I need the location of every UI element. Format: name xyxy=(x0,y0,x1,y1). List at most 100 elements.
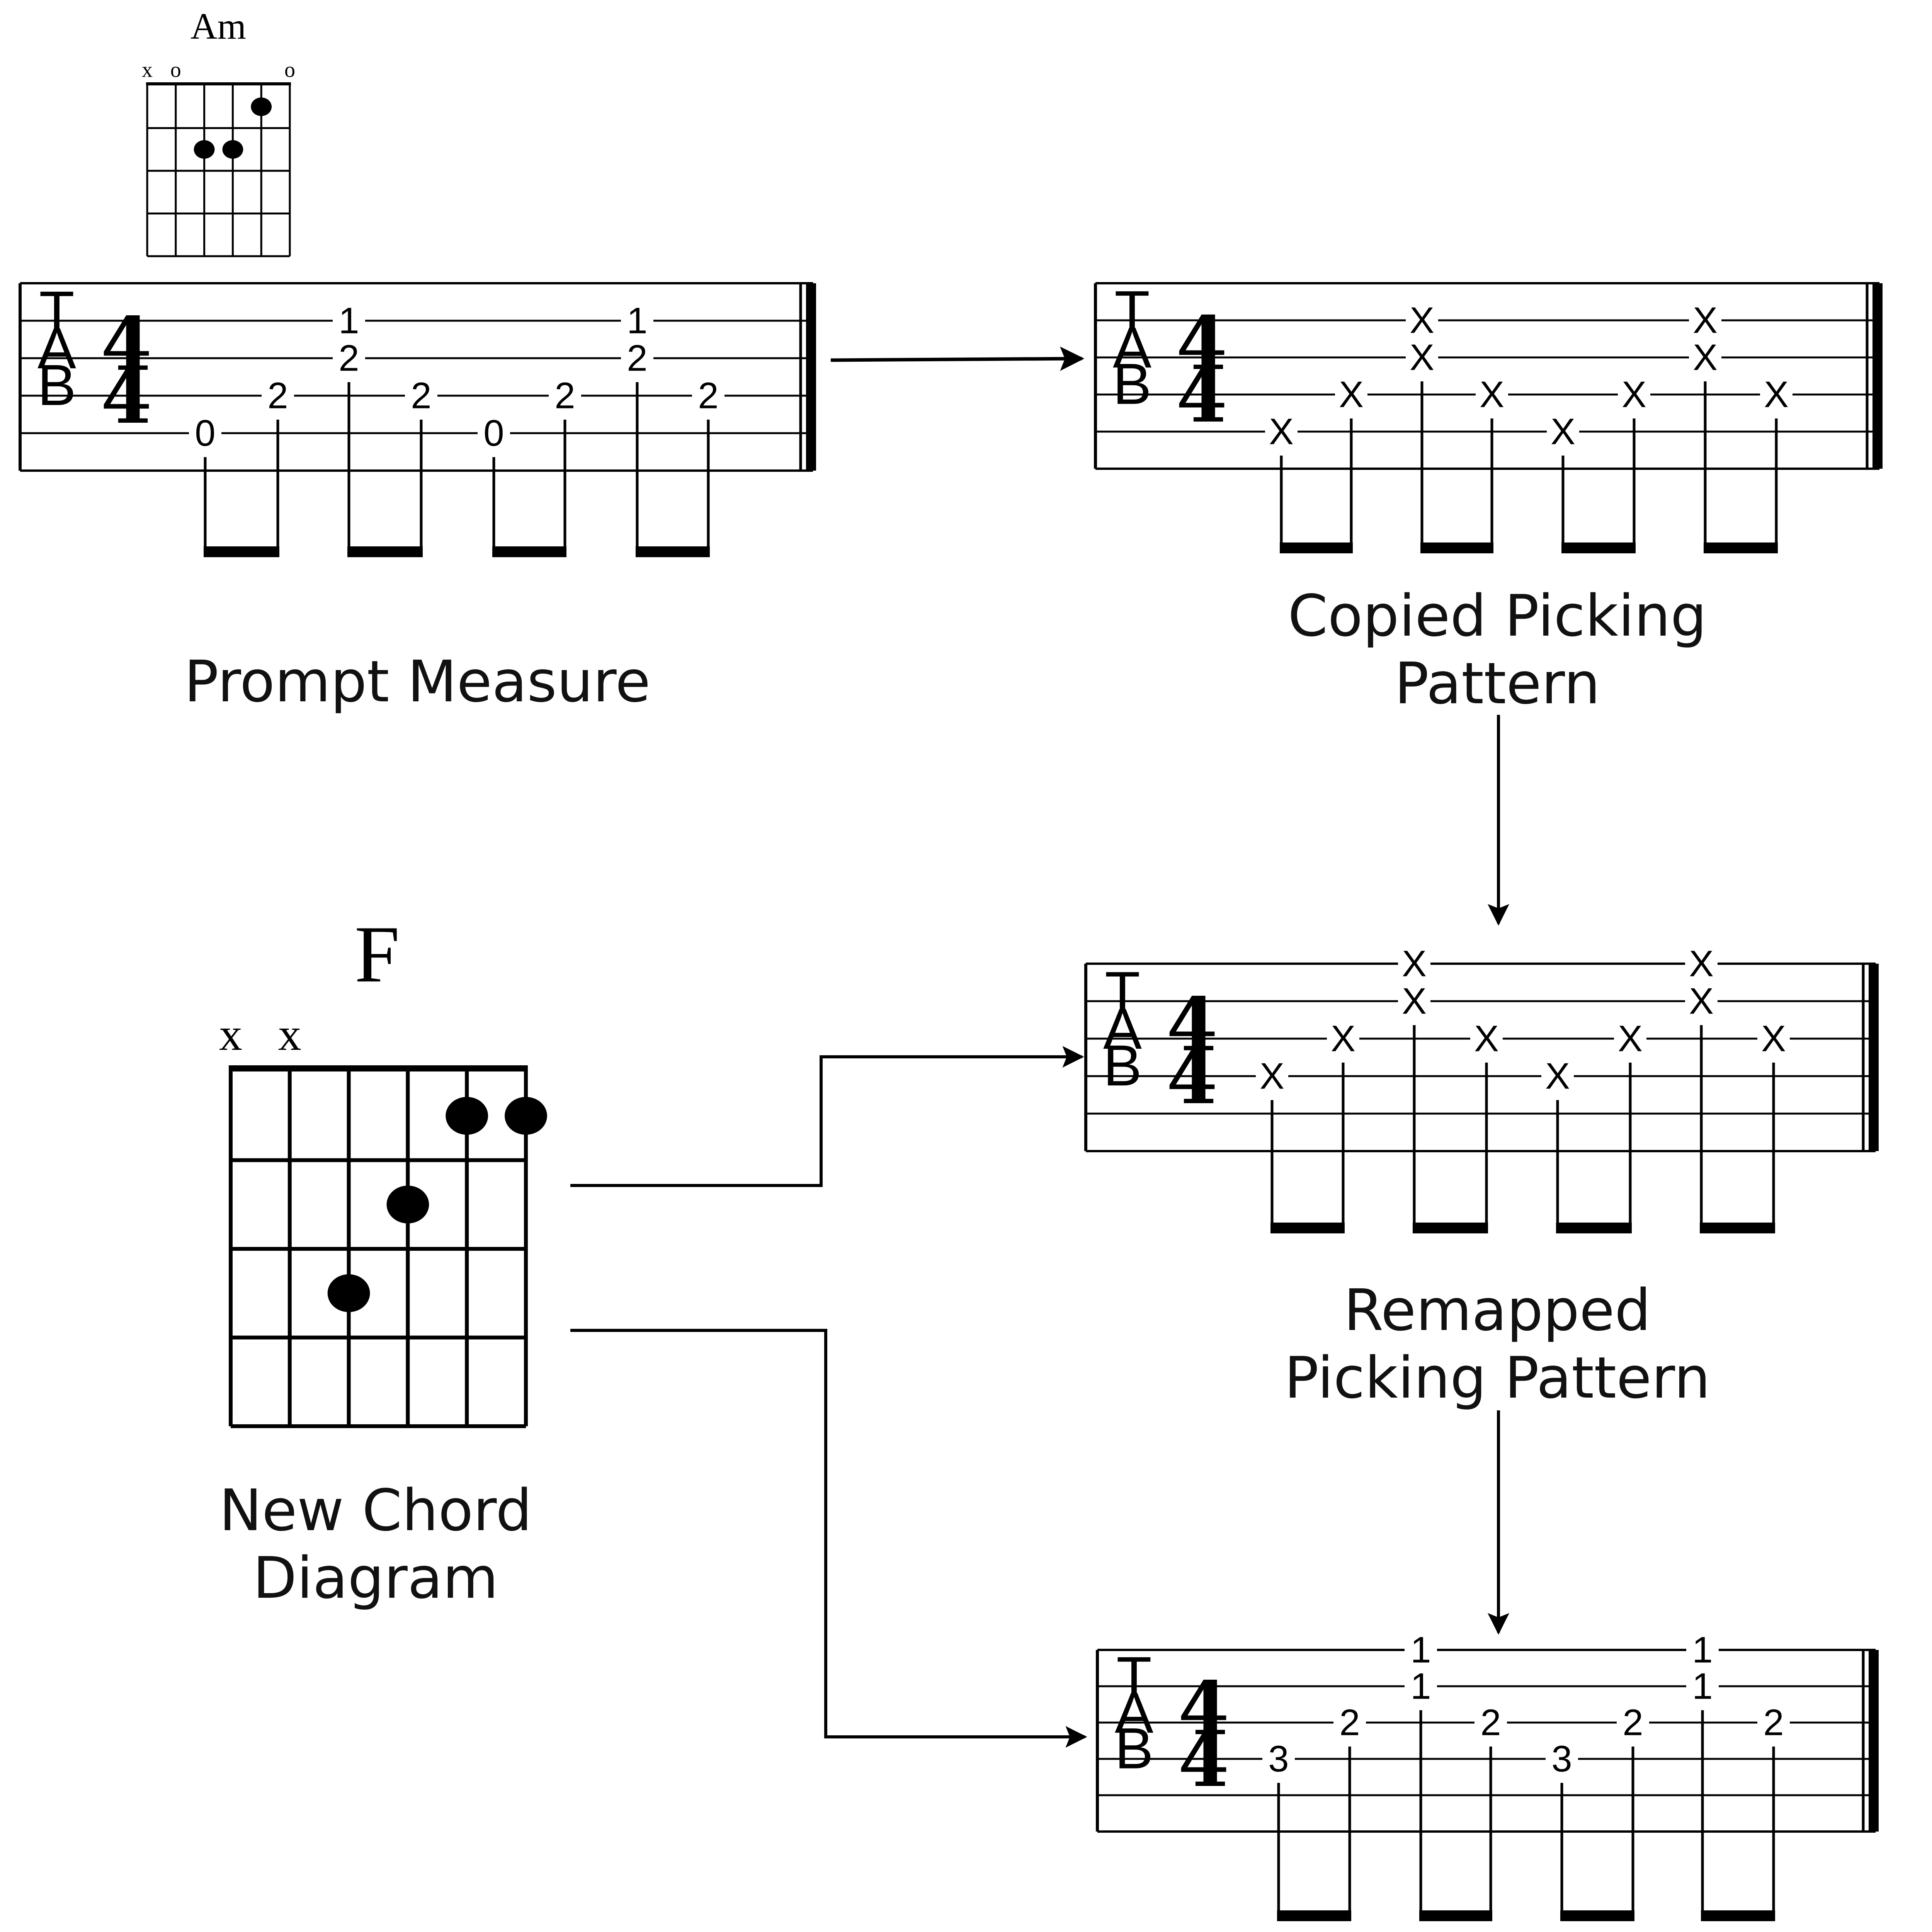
tab-clef-letter-b: B xyxy=(1113,351,1151,416)
note-background xyxy=(1398,947,1430,981)
note-background xyxy=(1256,1059,1288,1093)
eighth-note-beam xyxy=(636,546,710,557)
tab-note: X xyxy=(1545,1056,1570,1097)
tab-note: X xyxy=(1269,411,1294,452)
note-background xyxy=(1757,1022,1790,1056)
prompt-measure-label: Prompt Measure xyxy=(184,648,651,715)
new-chord-label-line1: New Chord xyxy=(219,1477,532,1544)
time-signature-numerator: 4 xyxy=(1178,1665,1229,1752)
time-signature-denominator: 4 xyxy=(1167,1034,1218,1121)
tab-note: 2 xyxy=(338,338,359,379)
thick-final-barline xyxy=(1869,964,1879,1151)
tab-note: X xyxy=(1764,374,1789,415)
tab-note: X xyxy=(1693,300,1718,341)
copied-pattern-label-line2: Pattern xyxy=(1395,650,1600,717)
open-string-marker: o xyxy=(170,58,181,82)
thick-final-barline xyxy=(806,283,816,471)
note-background xyxy=(1618,378,1650,412)
eighth-note-beam xyxy=(1704,543,1778,553)
tab-note: 2 xyxy=(1622,1702,1643,1743)
time-signature-denominator: 4 xyxy=(1176,353,1227,439)
finger-dot xyxy=(327,1274,370,1312)
note-background xyxy=(1685,984,1718,1018)
finger-dot xyxy=(446,1097,488,1135)
tab-note: X xyxy=(1402,981,1427,1022)
note-background xyxy=(692,379,724,413)
note-background xyxy=(1335,378,1367,412)
time-signature-denominator: 4 xyxy=(101,354,152,440)
note-background xyxy=(478,416,510,450)
new-chord-name: F xyxy=(355,910,400,999)
time-signature-numerator: 4 xyxy=(101,301,152,387)
note-background xyxy=(1475,1706,1507,1740)
chord-nut xyxy=(146,82,291,85)
note-background xyxy=(1546,1742,1578,1776)
finger-dot xyxy=(386,1185,429,1224)
eighth-note-beam xyxy=(1413,1223,1488,1233)
tab-note: X xyxy=(1622,374,1646,415)
finger-dot xyxy=(505,1097,547,1135)
tab-note: X xyxy=(1689,943,1714,985)
tab-note: 1 xyxy=(627,300,647,342)
tab-note: X xyxy=(1410,300,1434,341)
tab-clef-letter-a: A xyxy=(1113,315,1151,380)
tab-note: 3 xyxy=(1551,1738,1572,1780)
tab-clef-letter-t: T xyxy=(39,279,75,344)
tab-note: X xyxy=(1693,337,1718,378)
eighth-note-beam xyxy=(1700,1223,1775,1233)
tab-note: X xyxy=(1480,374,1504,415)
arrow-prompt-to-copied xyxy=(830,346,1085,371)
note-background xyxy=(1686,1669,1719,1703)
eighth-note-beam xyxy=(1556,1223,1632,1233)
note-background xyxy=(1405,1669,1437,1703)
tab-note: 1 xyxy=(1410,1629,1431,1671)
tab-note: X xyxy=(1410,337,1434,378)
tab-note: 2 xyxy=(627,338,647,379)
eighth-note-beam xyxy=(1280,543,1353,553)
muted-string-marker: x xyxy=(142,58,153,82)
tab-note: 2 xyxy=(411,375,431,417)
note-background xyxy=(1333,1706,1366,1740)
tab-clef-letter-t: T xyxy=(1114,279,1150,344)
tab-note: X xyxy=(1551,411,1575,452)
note-background xyxy=(1689,340,1721,374)
finger-dot xyxy=(194,140,215,159)
tab-note: 3 xyxy=(1268,1738,1289,1780)
note-background xyxy=(1262,1742,1295,1776)
note-background xyxy=(1327,1022,1359,1056)
tab-note: X xyxy=(1618,1018,1643,1060)
note-background xyxy=(621,341,653,375)
open-string-marker: o xyxy=(284,58,295,82)
tab-note: X xyxy=(1402,943,1427,985)
note-background xyxy=(1547,415,1579,449)
tab-clef-letter-b: B xyxy=(37,352,76,417)
note-background xyxy=(1265,415,1298,449)
remapped-pattern-label-line2: Picking Pattern xyxy=(1284,1345,1711,1411)
note-background xyxy=(1398,984,1430,1018)
muted-string-marker: x xyxy=(219,1009,242,1060)
tab-clef-letter-t: T xyxy=(1105,959,1140,1024)
note-background xyxy=(1760,378,1793,412)
finger-dot xyxy=(251,97,272,116)
copied-pattern-label-line1: Copied Picking xyxy=(1288,583,1707,649)
tab-clef-letter-a: A xyxy=(37,316,76,381)
finger-dot xyxy=(222,140,243,159)
tab-clef-letter-t: T xyxy=(1116,1645,1152,1709)
tab-note: 0 xyxy=(195,413,215,454)
note-background xyxy=(1614,1022,1646,1056)
eighth-note-beam xyxy=(1277,1910,1351,1921)
prompt-chord-name: Am xyxy=(190,5,246,47)
time-signature-numerator: 4 xyxy=(1167,981,1218,1068)
tab-note: 1 xyxy=(1410,1666,1431,1707)
eighth-note-beam xyxy=(1270,1223,1345,1233)
tab-note: 2 xyxy=(698,375,718,417)
chord-nut xyxy=(230,1065,527,1071)
remapped-pattern-label-line1: Remapped xyxy=(1344,1277,1651,1344)
tab-note: 2 xyxy=(267,375,288,417)
eighth-note-beam xyxy=(1560,1910,1634,1921)
